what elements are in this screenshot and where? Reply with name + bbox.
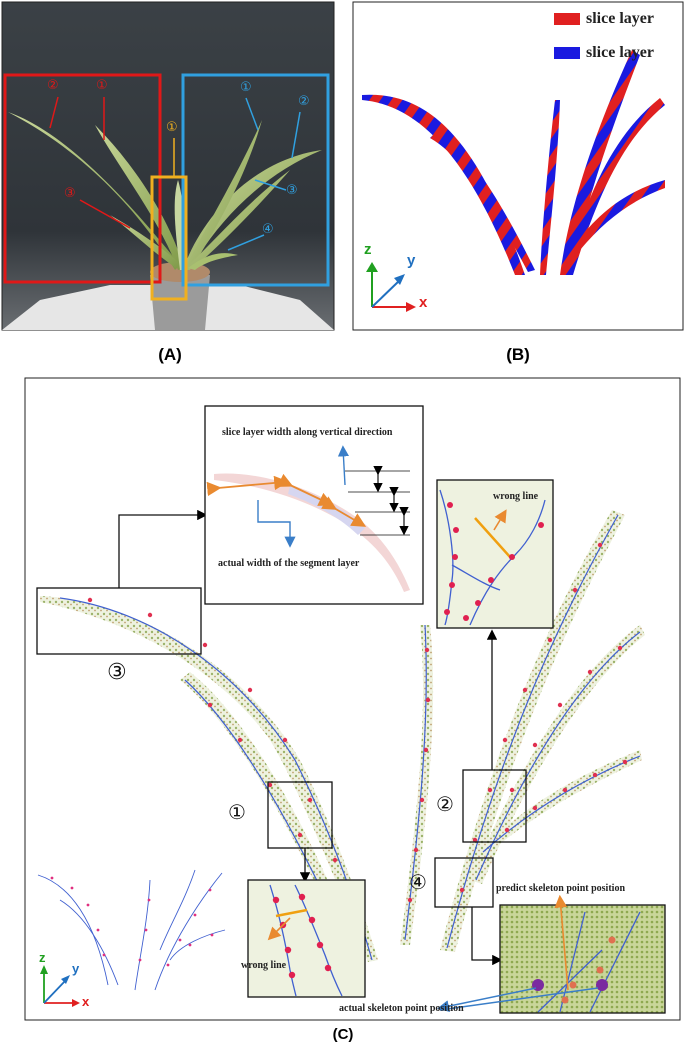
c-marker-3: ③	[107, 660, 127, 685]
blue-marker-2: ②	[298, 94, 310, 109]
actual-skeleton-label: actual skeleton point position	[339, 1003, 464, 1014]
slice-width-label: slice layer width along vertical directi…	[222, 427, 393, 438]
panel-c-label: (C)	[332, 1026, 354, 1043]
blue-marker-3: ③	[286, 183, 298, 198]
c-leaf-6	[480, 750, 642, 856]
panel-a-label: (A)	[158, 345, 182, 364]
c-skel-3	[404, 624, 427, 941]
panel-b-label: (B)	[506, 345, 530, 364]
c-axis-y: y	[72, 961, 80, 976]
c-marker-1: ①	[228, 800, 246, 824]
c-marker-4: ④	[409, 870, 427, 894]
c-skel-4	[446, 514, 619, 949]
b-leaf-center	[540, 100, 560, 275]
c-leaf-1	[40, 596, 378, 962]
b-axis-y: y	[407, 252, 416, 269]
leaf-shape	[110, 215, 182, 268]
wrong-line-bottom-label: wrong line	[241, 960, 287, 971]
yellow-marker-1: ①	[166, 120, 178, 135]
wrong-line-top-label: wrong line	[493, 491, 539, 502]
blue-marker-1: ①	[240, 80, 252, 95]
inset-wrong-line-top	[436, 479, 554, 629]
actual-width-label: actual width of the segment layer	[218, 558, 360, 569]
predict-label: predict skeleton point position	[496, 883, 625, 894]
legend-label-red: slice layer	[586, 10, 654, 27]
red-marker-3: ③	[64, 186, 76, 201]
b-axis-z: z	[364, 241, 372, 258]
c-axis-z: z	[39, 950, 46, 965]
red-marker-1: ①	[96, 78, 108, 93]
b-leaf-left-long	[362, 94, 525, 275]
b-axis-x: x	[419, 294, 428, 311]
c-axis-x: x	[82, 994, 90, 1009]
b-leaf-right-1	[560, 50, 640, 275]
leaf-shape	[95, 125, 184, 270]
c-mini-skeleton	[37, 869, 226, 991]
c-skeleton-points	[87, 542, 628, 903]
b-leaf-left-inner	[430, 132, 535, 272]
c-leaf-3	[400, 625, 434, 945]
leaf-shape	[188, 253, 238, 270]
leaf-shape	[186, 170, 290, 268]
c-skel-6	[482, 755, 641, 853]
b-leaf-right-3	[575, 180, 665, 250]
blue-marker-4: ④	[262, 222, 274, 237]
b-leaf-right-2	[565, 98, 665, 275]
legend-label-blue: slice layer	[586, 44, 654, 61]
red-marker-2: ②	[47, 78, 59, 93]
inset-wrong-line-bottom	[247, 879, 366, 998]
c-marker-2: ②	[436, 792, 454, 816]
